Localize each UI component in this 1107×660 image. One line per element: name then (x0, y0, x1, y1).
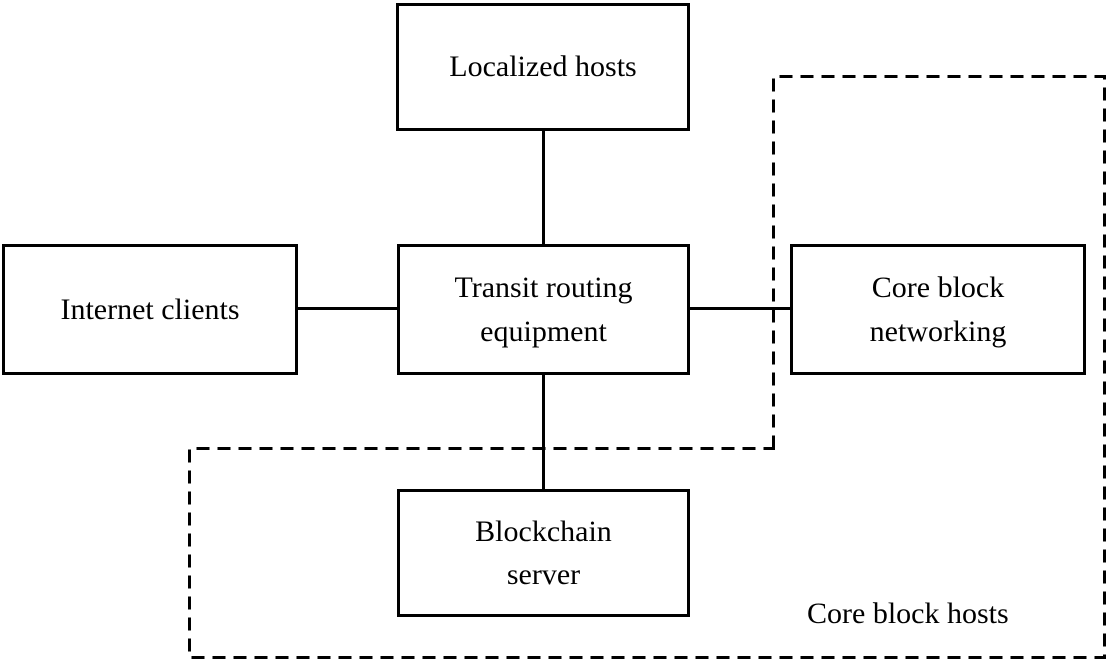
node-transit-routing-equipment-label: Transit routing equipment (454, 271, 633, 348)
edge-internet-clients-to-transit-routing (297, 307, 398, 310)
core-block-hosts-label: Core block hosts (807, 597, 1009, 630)
node-localized-hosts: Localized hosts (396, 3, 690, 131)
node-transit-routing-equipment: Transit routing equipment (397, 244, 690, 375)
node-blockchain-server-label: Blockchain server (475, 514, 612, 592)
dashed-region-outline (188, 75, 1106, 659)
node-internet-clients-label: Internet clients (60, 292, 240, 326)
edge-localized-hosts-to-transit-routing (542, 130, 545, 245)
edge-transit-routing-to-blockchain-server (542, 374, 545, 490)
node-core-block-networking-label: Core block networking (869, 271, 1007, 348)
node-blockchain-server: Blockchain server (397, 489, 690, 617)
edge-transit-routing-to-core-block-networking (689, 307, 791, 310)
node-internet-clients: Internet clients (2, 244, 298, 375)
node-core-block-networking: Core block networking (790, 244, 1086, 375)
node-localized-hosts-label: Localized hosts (449, 50, 637, 84)
